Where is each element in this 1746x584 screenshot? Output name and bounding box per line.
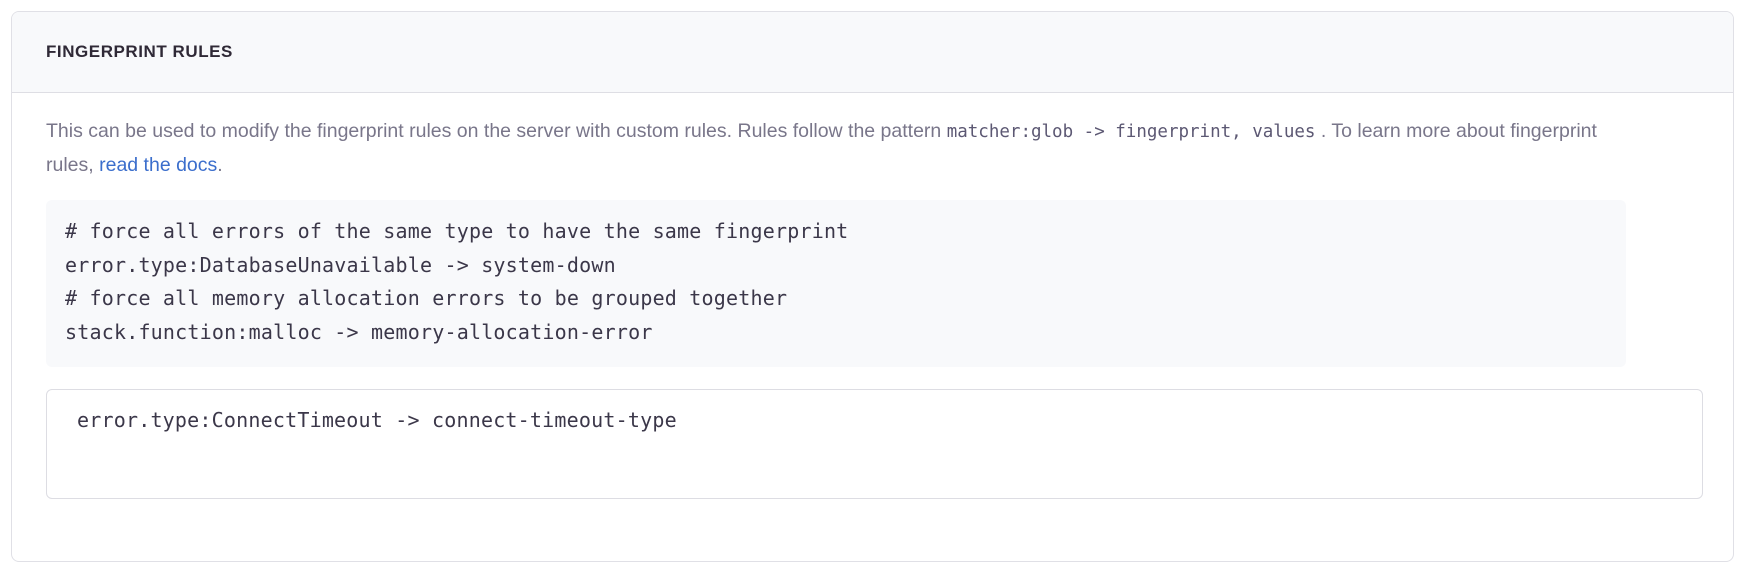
code-line: error.type:DatabaseUnavailable -> system… <box>65 252 616 277</box>
description-middle: . To learn more about fingerprint rules, <box>46 120 1597 176</box>
panel-header: FINGERPRINT RULES <box>12 12 1733 93</box>
page-title: FINGERPRINT RULES <box>46 42 233 61</box>
panel-body: This can be used to modify the fingerpri… <box>12 93 1733 499</box>
code-line: # force all errors of the same type to h… <box>65 219 849 243</box>
fingerprint-rules-input[interactable] <box>46 389 1703 499</box>
description-tail: . <box>217 154 223 176</box>
code-line: stack.function:malloc -> memory-allocati… <box>65 319 653 344</box>
fingerprint-rules-panel: FINGERPRINT RULES This can be used to mo… <box>11 11 1734 562</box>
example-code-block: # force all errors of the same type to h… <box>46 200 1626 367</box>
inline-code-pattern: matcher:glob -> fingerprint, values <box>946 122 1316 142</box>
code-line: # force all memory allocation errors to … <box>65 286 788 310</box>
read-the-docs-link[interactable]: read the docs <box>99 154 218 176</box>
description-text: This can be used to modify the fingerpri… <box>46 115 1606 182</box>
description-lead: This can be used to modify the fingerpri… <box>46 120 947 142</box>
